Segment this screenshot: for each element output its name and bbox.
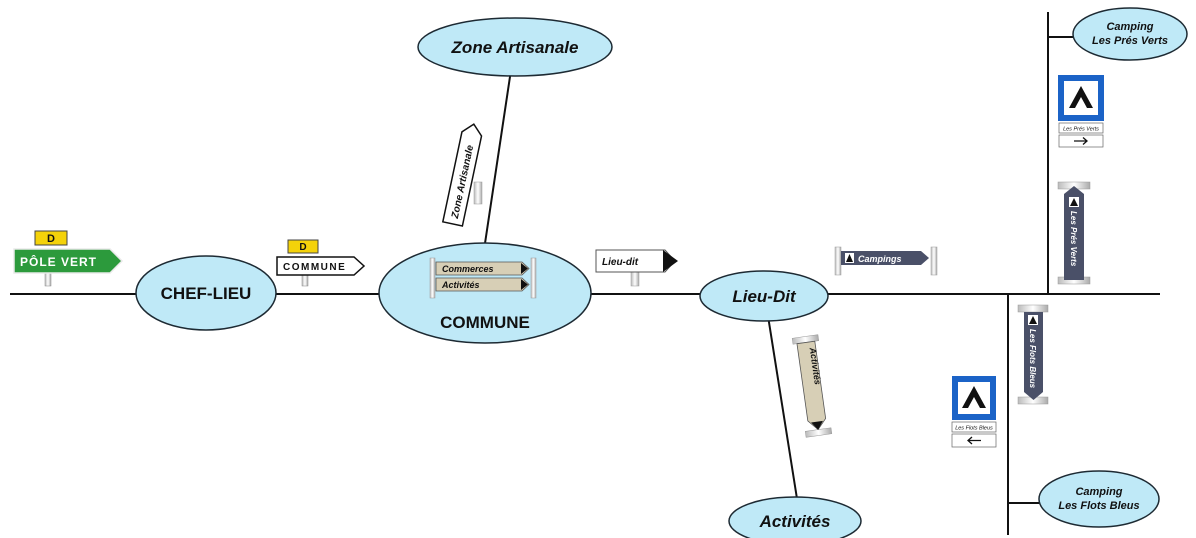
commerces-panel xyxy=(435,261,530,276)
node-zone-artisanale: Zone Artisanale xyxy=(417,17,613,77)
node-activites-bubble xyxy=(728,496,862,538)
black-arrow-tip xyxy=(663,250,678,272)
camping-name-plate-label: Les Flots Bleus xyxy=(955,426,993,432)
les-pres-verts-sign-label: Les Prés Verts xyxy=(1069,211,1078,267)
sign-activites: Activités xyxy=(791,334,833,438)
sign-pole-vert: D PÔLE VERT xyxy=(13,230,124,287)
node-activites-label: Activités xyxy=(759,512,831,531)
white-direction-panel xyxy=(441,123,483,227)
slate-direction-panel xyxy=(841,251,929,265)
node-lieu-dit-bubble xyxy=(699,270,829,322)
pole-vert-label: PÔLE VERT xyxy=(20,254,97,269)
node-chef-lieu: CHEF-LIEU xyxy=(135,255,277,331)
road-to-activites xyxy=(767,315,799,506)
node-chef-lieu-bubble xyxy=(135,255,277,331)
green-direction-panel xyxy=(13,248,124,274)
node-camping-pres-verts-bubble xyxy=(1072,7,1188,61)
node-camping-pres-verts: Camping Les Prés Verts xyxy=(1072,7,1188,61)
route-badge-label: D xyxy=(47,233,55,245)
sign-post xyxy=(630,271,640,287)
tent-icon xyxy=(1069,86,1093,108)
sign-lieu-dit: Lieu-dit xyxy=(595,249,678,287)
node-activites: Activités xyxy=(728,496,862,538)
arrow-right-icon xyxy=(1074,137,1088,145)
sign-zone-artisanale: Zone Artisanale xyxy=(441,123,483,227)
camping-name-plate xyxy=(1058,122,1104,134)
panel-post-right xyxy=(530,257,537,299)
camping-panel-pres-verts: Les Prés Verts xyxy=(1058,75,1104,148)
camping-name-plate-label: Les Prés Verts xyxy=(1063,127,1099,133)
node-camping-flots-bleus-line1: Camping xyxy=(1075,486,1122,498)
sign-les-flots-bleus: Les Flots Bleus xyxy=(1017,304,1049,405)
route-badge xyxy=(34,230,68,246)
node-commune: Commerces Activités COMMUNE xyxy=(378,242,592,344)
sign-post xyxy=(473,181,483,205)
commune-sign-label: COMMUNE xyxy=(283,262,346,273)
sign-post xyxy=(301,273,309,287)
sign-les-pres-verts: Les Prés Verts xyxy=(1057,181,1091,285)
route-badge-label: D xyxy=(299,242,306,253)
node-zone-artisanale-label: Zone Artisanale xyxy=(451,38,579,57)
black-arrow-tip xyxy=(521,279,528,290)
node-camping-flots-bleus-bubble xyxy=(1038,470,1160,528)
slate-direction-panel xyxy=(1024,312,1043,400)
node-commune-label: COMMUNE xyxy=(440,313,530,332)
tent-icon xyxy=(846,254,853,262)
node-lieu-dit: Lieu-Dit xyxy=(699,270,829,322)
les-flots-bleus-sign-label: Les Flots Bleus xyxy=(1028,329,1037,389)
sign-post-left xyxy=(834,246,842,276)
tent-icon xyxy=(1029,316,1037,324)
black-arrow-tip xyxy=(811,420,823,430)
sign-commune: D COMMUNE xyxy=(276,239,366,287)
road-to-zone-artisanale xyxy=(483,69,512,251)
campings-label: Campings xyxy=(858,254,902,264)
black-arrow-tip xyxy=(521,263,528,274)
slate-direction-panel xyxy=(1064,186,1084,280)
tent-icon xyxy=(962,386,986,408)
node-zone-artisanale-bubble xyxy=(417,17,613,77)
node-lieu-dit-label: Lieu-Dit xyxy=(732,287,797,306)
commerces-label: Commerces xyxy=(442,264,494,274)
activites-panel xyxy=(435,277,530,292)
node-camping-pres-verts-line1: Camping xyxy=(1106,21,1153,33)
arrow-left-icon xyxy=(967,436,981,445)
node-camping-pres-verts-line2: Les Prés Verts xyxy=(1092,35,1168,47)
sign-post-right xyxy=(930,246,938,276)
activites-panel-label: Activités xyxy=(441,280,480,290)
camping-name-plate xyxy=(951,421,997,433)
panel-post-left xyxy=(429,257,436,299)
node-chef-lieu-label: CHEF-LIEU xyxy=(161,284,252,303)
beige-direction-panel xyxy=(796,340,827,431)
post-top xyxy=(1017,304,1049,313)
white-direction-panel xyxy=(276,256,366,276)
lieu-dit-sign-label: Lieu-dit xyxy=(602,257,639,268)
route-badge xyxy=(287,239,319,254)
sign-campings: Campings xyxy=(834,246,938,276)
tent-icon xyxy=(1070,198,1078,206)
node-camping-flots-bleus-line2: Les Flots Bleus xyxy=(1058,500,1139,512)
camping-panel-flots-bleus: Les Flots Bleus xyxy=(951,376,997,448)
node-camping-flots-bleus: Camping Les Flots Bleus xyxy=(1038,470,1160,528)
